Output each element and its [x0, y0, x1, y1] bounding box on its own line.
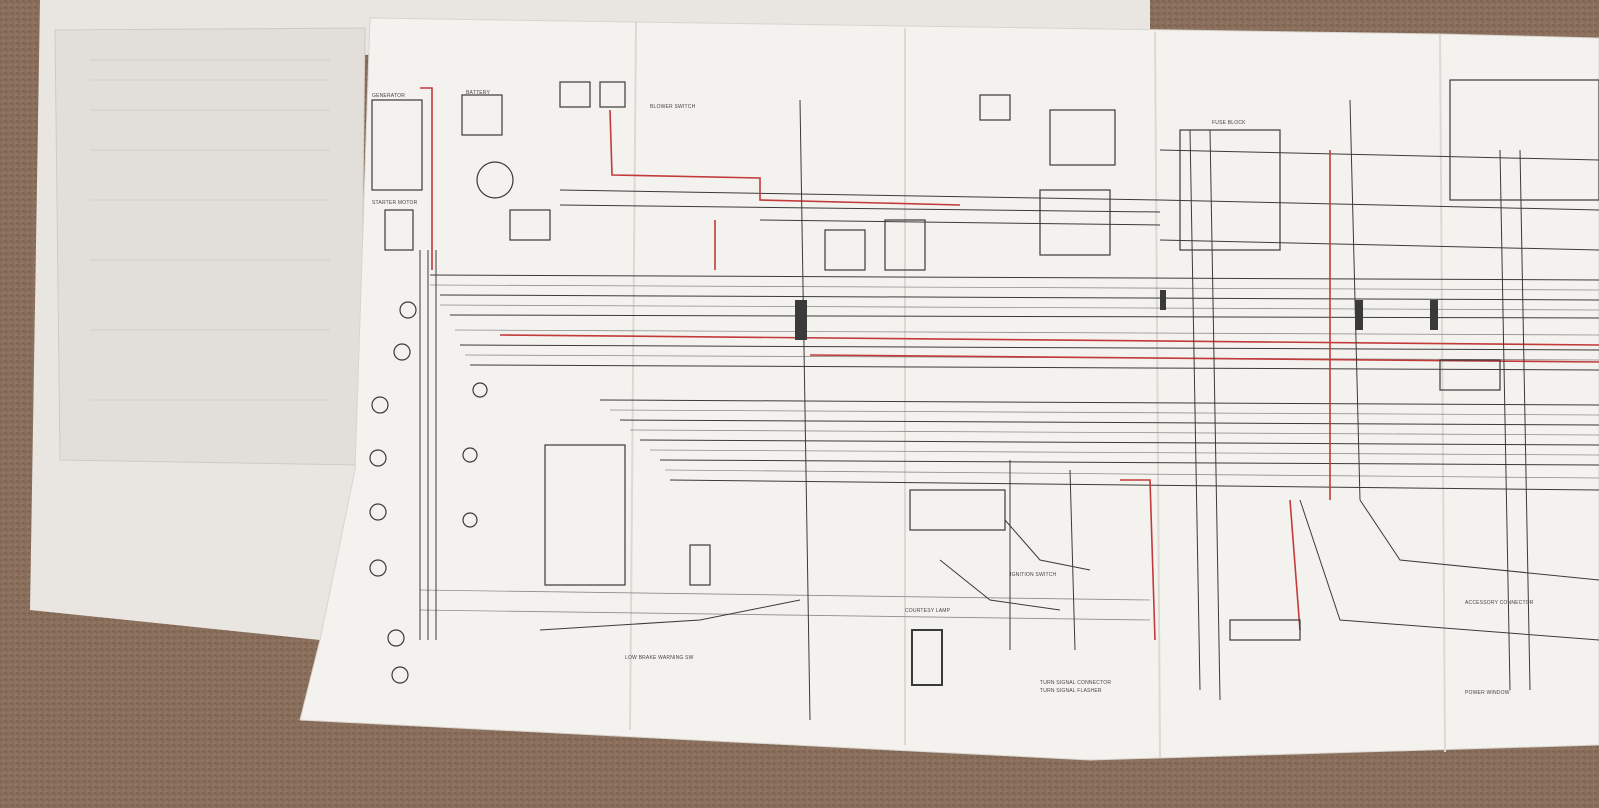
wire-bundle-main — [429, 149, 1599, 491]
left-components — [371, 81, 626, 586]
fold-creases — [629, 21, 1446, 759]
wire-red — [420, 87, 1599, 641]
wire-connectors — [539, 499, 1599, 641]
label-courtesy-lamp: COURTESY LAMP — [905, 608, 951, 614]
label-fuse-block: FUSE BLOCK — [1212, 120, 1246, 126]
label-ignition-switch: IGNITION SWITCH — [1010, 572, 1057, 578]
manual-cover-page — [54, 27, 366, 466]
label-power-window: POWER WINDOW — [1465, 690, 1510, 696]
right-components — [689, 79, 1599, 686]
label-low-brake-warning: LOW BRAKE WARNING SW — [625, 655, 694, 661]
label-turn-signal-flasher: TURN SIGNAL FLASHER — [1040, 688, 1102, 694]
lamp-symbols — [369, 301, 417, 684]
label-turn-signal-connector: TURN SIGNAL CONNECTOR — [1040, 680, 1112, 686]
diagram-sheet — [299, 17, 1599, 761]
label-battery: BATTERY — [466, 90, 490, 96]
cover-page-text — [90, 59, 330, 401]
label-generator: GENERATOR — [372, 93, 406, 99]
wire-vertical — [419, 99, 1531, 721]
label-accessory-connector: ACCESSORY CONNECTOR — [1465, 600, 1534, 606]
label-starter-motor: STARTER MOTOR — [372, 200, 418, 206]
wire-bundle-gray — [419, 284, 1599, 621]
connector-blocks — [795, 290, 1438, 340]
label-blower-switch: BLOWER SWITCH — [650, 104, 696, 110]
